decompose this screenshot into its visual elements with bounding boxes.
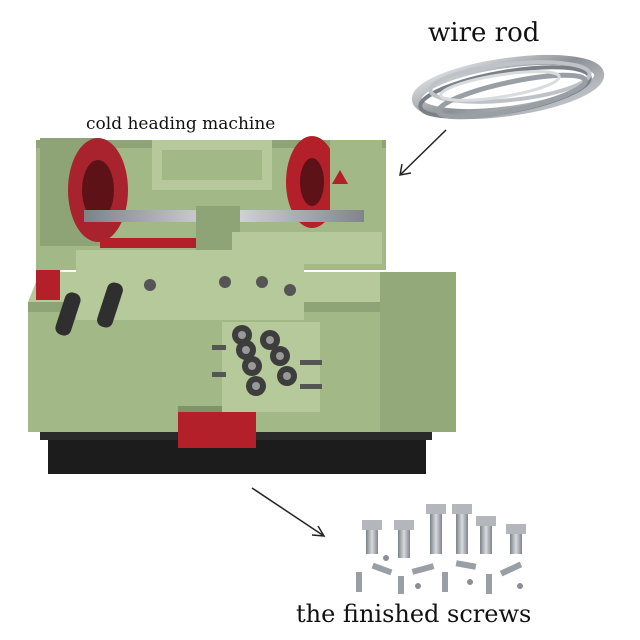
- wire-rod-label: wire rod: [428, 18, 540, 48]
- wire-rod-coil: [411, 55, 605, 120]
- finished-screws: [356, 504, 526, 594]
- finished-screws-label: the finished screws: [296, 600, 532, 628]
- cold-heading-machine: [28, 136, 456, 474]
- arrow-wire-to-machine: [399, 129, 447, 176]
- cold-heading-machine-label: cold heading machine: [86, 114, 276, 134]
- arrow-machine-to-screws: [251, 487, 326, 537]
